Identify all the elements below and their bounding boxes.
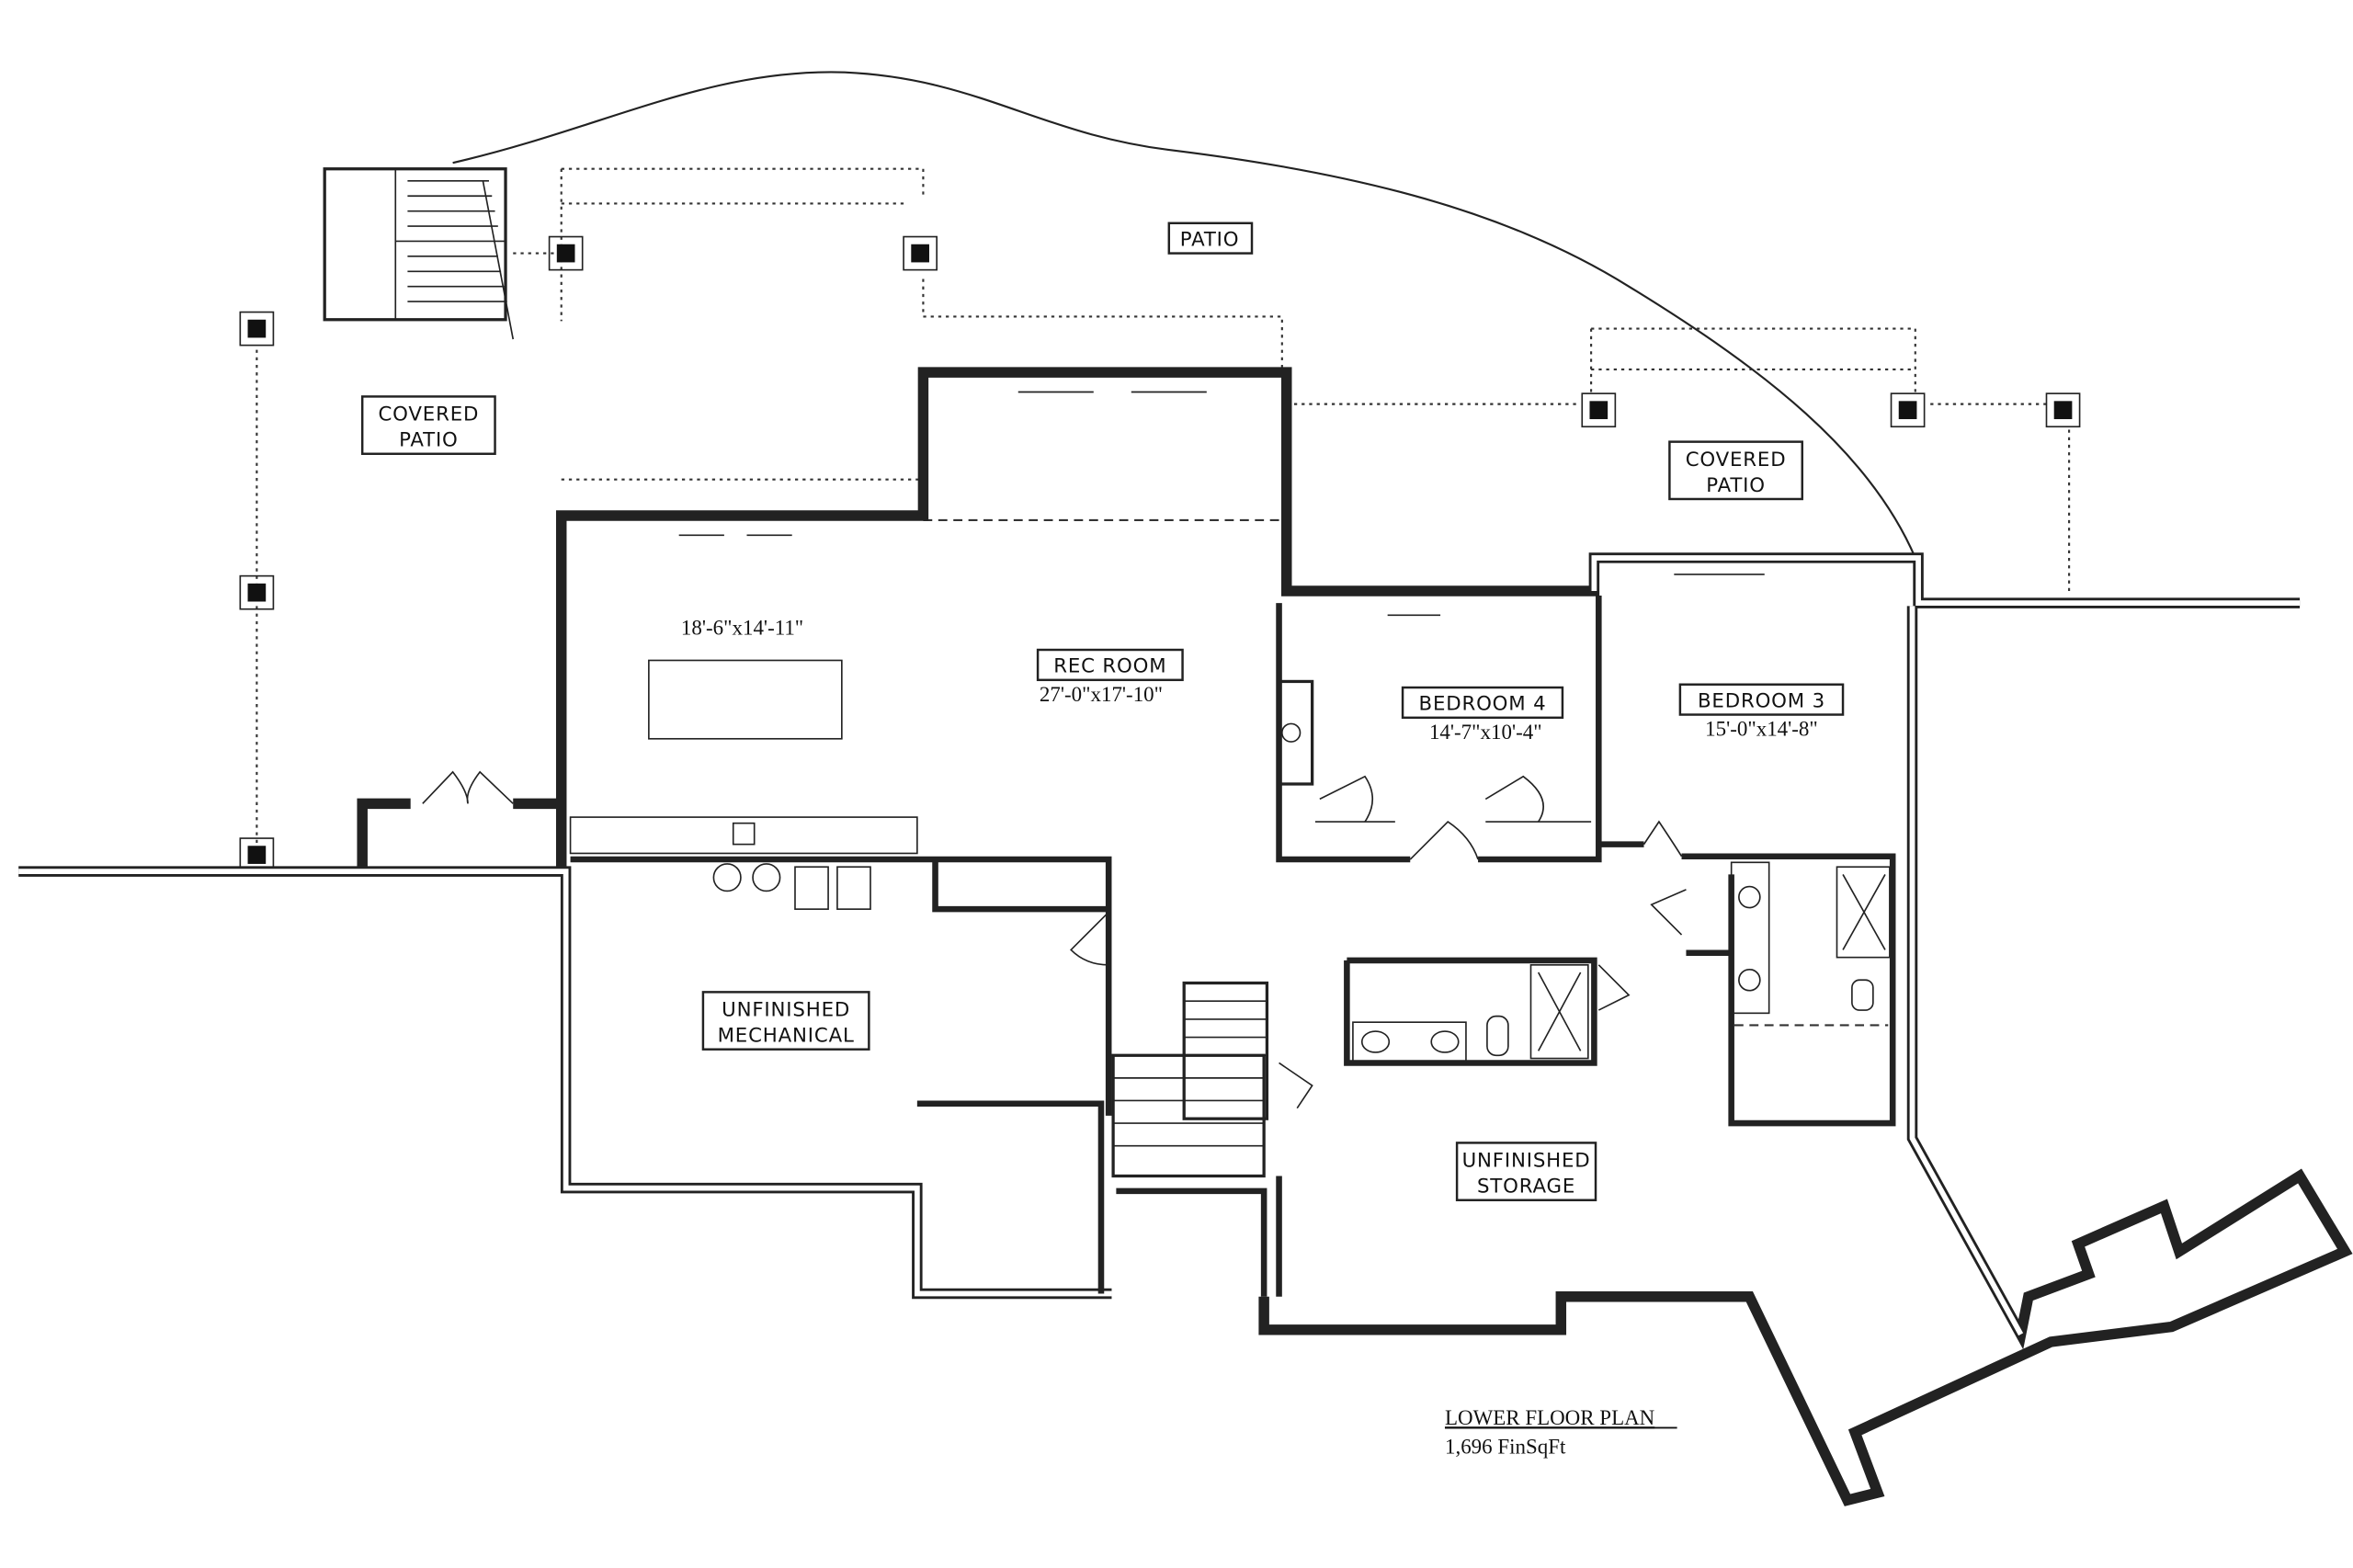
toilet <box>1486 1015 1509 1057</box>
plan-title: LOWER FLOOR PLAN <box>1445 1406 1655 1429</box>
patio-boundary-curve <box>452 71 1916 559</box>
sliding-doors <box>678 391 1765 617</box>
dryer <box>836 866 871 910</box>
fireplace <box>1277 679 1314 786</box>
room-label-rec-room: REC ROOM 27'-0"x17'-10" <box>1036 648 1184 706</box>
room-label-patio: PATIO <box>1167 222 1254 255</box>
kitchen-island <box>648 659 843 740</box>
svg-text:MECHANICAL: MECHANICAL <box>718 1025 855 1048</box>
exterior-walls <box>18 367 2353 1506</box>
svg-text:BEDROOM 3: BEDROOM 3 <box>1698 689 1825 712</box>
exterior-wall-hatch <box>18 555 2301 1336</box>
beam-lines <box>256 167 2071 845</box>
svg-text:27'-0"x17'-10": 27'-0"x17'-10" <box>1040 683 1163 706</box>
svg-text:COVERED: COVERED <box>1686 449 1787 472</box>
column <box>903 235 938 271</box>
column <box>239 311 275 347</box>
svg-text:14'-7"x10'-4": 14'-7"x10'-4" <box>1429 721 1542 744</box>
column <box>1890 392 1926 428</box>
svg-text:COVERED: COVERED <box>378 403 479 426</box>
svg-text:PATIO: PATIO <box>1180 228 1240 251</box>
door-swings <box>422 770 1687 1109</box>
svg-text:PATIO: PATIO <box>1706 474 1766 497</box>
room-label-covered-patio-right: COVERED PATIO <box>1668 440 1803 501</box>
svg-text:UNFINISHED: UNFINISHED <box>722 999 850 1022</box>
column <box>1581 392 1617 428</box>
column <box>2045 392 2081 428</box>
svg-text:BEDROOM 4: BEDROOM 4 <box>1419 693 1547 716</box>
room-label-bedroom-4: BEDROOM 4 14'-7"x10'-4" <box>1401 686 1564 744</box>
bar-counter <box>569 816 918 855</box>
column <box>239 574 275 610</box>
sink <box>712 863 742 892</box>
columns <box>239 235 2081 872</box>
room-label-covered-patio-left: COVERED PATIO <box>360 395 496 455</box>
svg-text:PATIO: PATIO <box>399 429 459 452</box>
fixtures <box>569 659 1891 1062</box>
column <box>548 235 584 271</box>
finished-sqft: 1,696 FinSqFt <box>1445 1435 1566 1458</box>
svg-text:STORAGE: STORAGE <box>1477 1176 1575 1199</box>
svg-text:REC ROOM: REC ROOM <box>1053 655 1166 678</box>
svg-text:15'-0"x14'-8": 15'-0"x14'-8" <box>1705 718 1818 741</box>
washer <box>794 866 829 910</box>
svg-text:UNFINISHED: UNFINISHED <box>1462 1150 1591 1173</box>
room-label-storage: UNFINISHED STORAGE <box>1455 1142 1597 1201</box>
interior-stair <box>1111 981 1269 1178</box>
room-label-mechanical: UNFINISHED MECHANICAL <box>701 991 870 1051</box>
shower <box>1529 964 1589 1060</box>
bar-area-dimensions: 18'-6"x14'-11" <box>681 617 803 640</box>
room-label-bedroom-3: BEDROOM 3 15'-0"x14'-8" <box>1678 683 1845 741</box>
vanity <box>1352 1021 1467 1062</box>
exterior-stair <box>323 167 515 340</box>
